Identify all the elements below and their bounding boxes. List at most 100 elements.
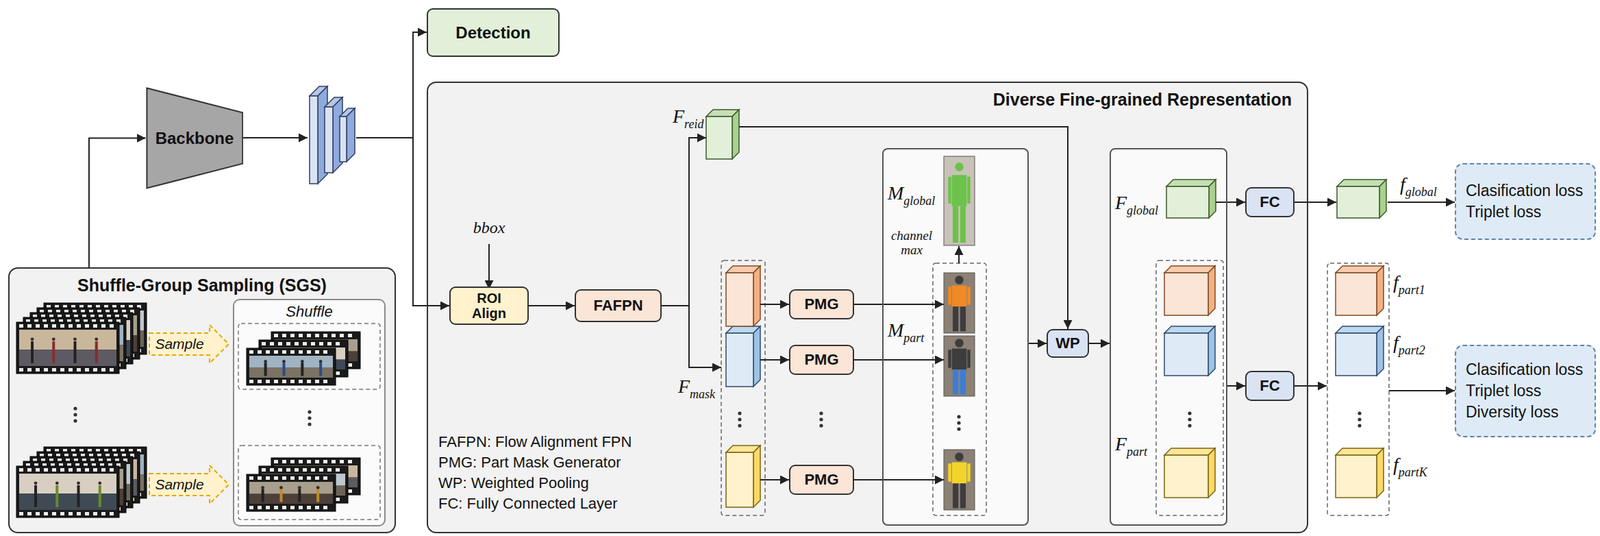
film-hole (278, 467, 283, 472)
film-hole (52, 367, 57, 372)
arrow-label: Sample (154, 336, 204, 351)
flow-line (413, 137, 450, 306)
fafpn-box: FAFPN (574, 289, 662, 322)
pmg-box: PMG (789, 344, 855, 375)
film-hole (261, 341, 266, 346)
backbone-trapezoid: Backbone (145, 86, 244, 190)
film-hole (319, 341, 324, 346)
film-hole (249, 476, 254, 480)
film-hole (306, 350, 311, 354)
film-hole (278, 341, 283, 346)
ellipsis-dot (1187, 410, 1192, 415)
flow-line (854, 478, 944, 481)
film-person (98, 484, 102, 507)
film-person (52, 341, 55, 364)
feature-block (1335, 326, 1384, 333)
feature-block (1379, 179, 1387, 218)
connector (1227, 384, 1246, 387)
film-hole (282, 459, 287, 464)
flow-line (958, 245, 960, 264)
sample-arrow (149, 324, 229, 364)
node-text: Diversity loss (1465, 401, 1559, 423)
math-symbol: fpart1 (1393, 268, 1426, 296)
person-silhouette (960, 206, 966, 243)
feature-block (1166, 179, 1216, 187)
flow-line (243, 136, 308, 139)
feature-block (1166, 186, 1209, 218)
film-hole (282, 476, 287, 480)
film-hole (257, 379, 262, 383)
feature-block (1376, 447, 1384, 498)
connector (1227, 201, 1246, 203)
film-person (279, 485, 283, 490)
film-hole (257, 476, 262, 480)
film-hole (35, 467, 40, 472)
ellipsis-dot (737, 410, 742, 415)
fc-box: FC (1245, 370, 1295, 401)
film-hole (282, 350, 287, 354)
flow-line (854, 358, 944, 361)
feature-block (1164, 272, 1209, 316)
node-text: Clasification loss (1465, 358, 1583, 381)
flow-line (689, 305, 722, 368)
film-hole (335, 371, 340, 375)
film-hole (76, 511, 81, 516)
film-hole (257, 350, 262, 354)
feature-block (1336, 186, 1380, 218)
film-hole (84, 511, 90, 516)
film-hole (302, 467, 307, 472)
film-hole (52, 323, 57, 328)
mask-image (943, 272, 975, 333)
feature-block (1164, 454, 1209, 498)
person-silhouette (952, 306, 959, 331)
film-hole (290, 505, 295, 509)
film-person (260, 485, 265, 490)
film-hole (315, 459, 320, 464)
flow-line (760, 478, 790, 481)
ellipsis-dot (307, 421, 311, 426)
person-silhouette (960, 306, 966, 331)
feature-block (1335, 265, 1384, 273)
film-hole (84, 367, 90, 372)
mask-image (943, 335, 975, 396)
ellipsis-dot (956, 426, 961, 431)
connector (1028, 342, 1047, 344)
film-hole (273, 505, 279, 509)
input-label: bbox (473, 217, 506, 238)
film-person (282, 362, 285, 376)
film-hole (27, 511, 32, 516)
film-person (263, 359, 268, 364)
fc-box: FC (1245, 186, 1295, 218)
panel-ground (882, 147, 1029, 526)
film-hole (298, 505, 303, 509)
film-hole (76, 467, 81, 472)
loss-box: Clasification lossTriplet lossDiversity … (1454, 344, 1596, 437)
node-text: Triplet loss (1465, 201, 1542, 223)
film-hole (84, 467, 90, 472)
film-frame (246, 473, 336, 511)
film-hole (273, 379, 279, 383)
film-hole (335, 341, 340, 346)
person-silhouette (952, 174, 968, 206)
film-hole (315, 476, 320, 480)
ellipsis-dot (73, 418, 77, 422)
panel-ground (1109, 147, 1228, 526)
film-hole (294, 467, 299, 472)
film-hole (265, 379, 270, 383)
feature-block (1208, 265, 1216, 316)
person-silhouette (947, 349, 952, 368)
person-silhouette (952, 461, 968, 483)
film-person (279, 488, 283, 502)
dashed-group (932, 263, 987, 516)
film-hole (290, 350, 295, 354)
person-silhouette (954, 452, 964, 461)
node-text: WP (1055, 334, 1080, 353)
film-person (73, 336, 77, 341)
film-hole (60, 511, 65, 516)
feature-block (753, 445, 761, 507)
film-hole (331, 459, 336, 464)
feature-block (726, 452, 754, 507)
feature-block (726, 272, 754, 327)
film-hole (76, 323, 81, 328)
film-hole (282, 379, 287, 383)
